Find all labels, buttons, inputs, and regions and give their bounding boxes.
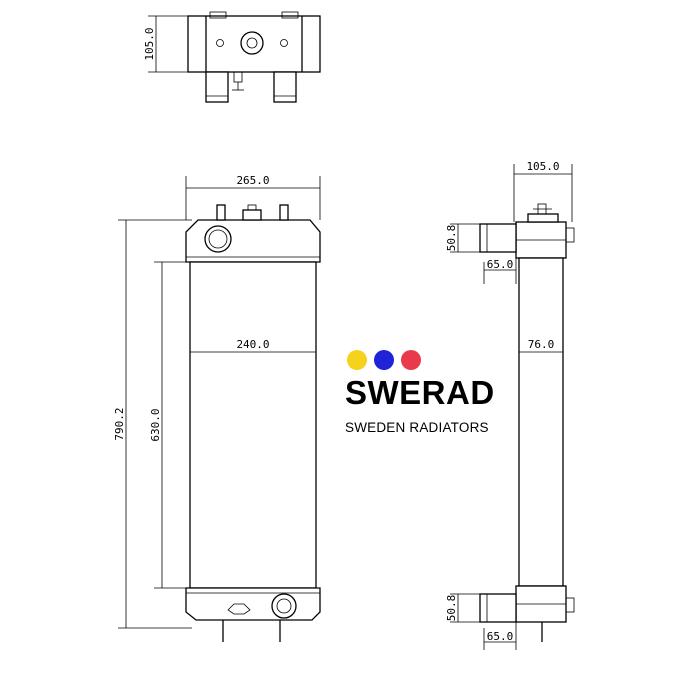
front-bottom-tank	[185, 587, 321, 621]
core-height-label: 630.0	[149, 408, 162, 441]
side-outlet-pipe	[479, 593, 517, 623]
side-inlet-pipe	[479, 223, 517, 253]
brand-tagline: SWEDEN RADIATORS	[345, 420, 489, 435]
side-depth-label: 105.0	[526, 160, 559, 173]
yellow-dot-icon	[347, 350, 367, 370]
blue-dot-icon	[374, 350, 394, 370]
top-view: 105.0	[143, 11, 321, 103]
side-view: 105.0 50.8 65.0 76.0 50.8	[445, 160, 575, 650]
front-filler-cap-icon	[242, 209, 262, 221]
top-depth-dimension: 105.0	[143, 15, 188, 73]
drain-plug-icon	[227, 603, 251, 615]
side-depth-dimension: 105.0	[513, 160, 573, 222]
filler-cap-icon	[240, 31, 264, 55]
top-depth-label: 105.0	[143, 27, 156, 60]
inlet-offset-label: 65.0	[487, 258, 514, 271]
core-width-label: 240.0	[236, 338, 269, 351]
core-depth-label: 76.0	[528, 338, 555, 351]
overall-width-label: 265.0	[236, 174, 269, 187]
front-top-tank	[185, 219, 321, 263]
outlet-diameter-dimension: 50.8	[445, 593, 480, 623]
inlet-offset-dimension: 65.0	[483, 258, 517, 284]
front-core	[189, 261, 317, 589]
side-core	[518, 257, 564, 587]
overall-height-dimension: 790.2	[113, 219, 192, 629]
brand-dots	[347, 350, 545, 370]
front-view: 265.0 240.0 790.2 630.0	[113, 174, 321, 642]
inlet-diameter-dimension: 50.8	[445, 223, 480, 253]
core-depth-dimension: 76.0	[519, 338, 563, 353]
front-inlet-port-icon	[204, 225, 232, 253]
outlet-offset-dimension: 65.0	[483, 622, 517, 650]
outlet-offset-label: 65.0	[487, 630, 514, 643]
brand-name: SWERAD	[345, 374, 495, 411]
core-width-dimension: 240.0	[190, 338, 316, 353]
inlet-diameter-label: 50.8	[445, 225, 458, 252]
overall-height-label: 790.2	[113, 407, 126, 440]
front-outlet-port-icon	[271, 593, 297, 619]
brand-logo: SWERAD SWEDEN RADIATORS	[345, 350, 545, 435]
top-view-tank	[187, 15, 321, 73]
core-height-dimension: 630.0	[149, 261, 190, 589]
overall-width-dimension: 265.0	[185, 174, 321, 220]
outlet-diameter-label: 50.8	[445, 595, 458, 622]
red-dot-icon	[401, 350, 421, 370]
